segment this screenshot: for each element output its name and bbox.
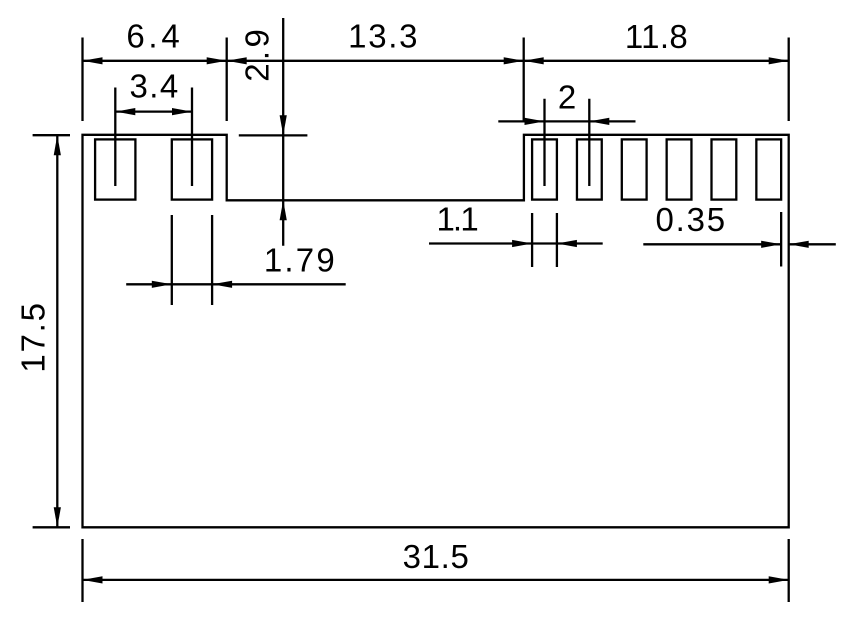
svg-text:31.5: 31.5 — [403, 538, 470, 575]
svg-text:1.79: 1.79 — [264, 242, 337, 279]
svg-text:11.8: 11.8 — [625, 18, 688, 55]
svg-text:17.5: 17.5 — [15, 301, 52, 372]
svg-text:13.3: 13.3 — [348, 18, 419, 55]
svg-text:2.9: 2.9 — [239, 26, 276, 82]
svg-text:1.1: 1.1 — [437, 201, 479, 238]
svg-text:2: 2 — [558, 79, 576, 116]
svg-text:3.4: 3.4 — [129, 68, 179, 105]
svg-text:6.4: 6.4 — [126, 18, 183, 55]
svg-text:0.35: 0.35 — [655, 201, 726, 238]
